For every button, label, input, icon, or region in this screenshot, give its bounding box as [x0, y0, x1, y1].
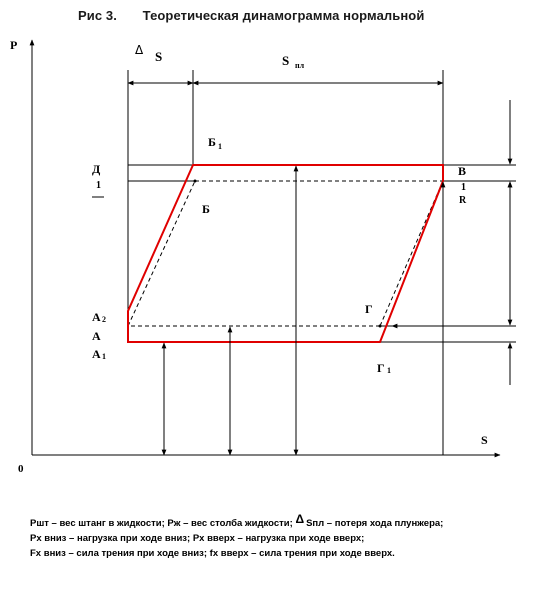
origin-label: 0	[18, 463, 24, 475]
delta-symbol: Δ	[135, 43, 144, 57]
label-g1-sub: 1	[387, 366, 391, 375]
legend-delta: Δ	[295, 512, 305, 526]
y-axis-label: P	[10, 38, 17, 52]
label-a: А	[92, 329, 101, 343]
legend-line-1-a: Ршт – вес штанг в жидкости; Рж – вес сто…	[30, 518, 293, 529]
label-g: Г	[365, 302, 373, 316]
delta-s-label: S	[155, 49, 162, 64]
legend-line-2: Рх вниз – нагрузка при ходе вниз; Рх вве…	[30, 533, 365, 544]
point-b-dot	[193, 179, 197, 183]
s-pl-subscript: пл	[295, 61, 305, 70]
legend-line-1-b: Sпл – потеря хода плунжера;	[306, 518, 444, 529]
x-axis-label: S	[481, 433, 488, 447]
label-a1-sub: 1	[102, 352, 106, 361]
label-v: В	[458, 164, 466, 178]
label-d-sub: 1	[96, 180, 101, 191]
dashed-cycle	[127, 180, 444, 327]
label-b1: Б	[208, 135, 216, 149]
label-v-sub2: R	[459, 195, 467, 206]
label-v-sub1: 1	[461, 182, 466, 193]
label-g1: Г	[377, 361, 385, 375]
label-d: Д	[92, 162, 101, 176]
label-a2-sub: 2	[102, 315, 106, 324]
label-b1-sub: 1	[218, 142, 222, 151]
red-cycle	[127, 164, 444, 343]
s-pl-label: S	[282, 53, 289, 68]
legend-line-3: Fх вниз – сила трения при ходе вниз; fх …	[30, 548, 395, 559]
figure-number: Рис 3.	[78, 8, 117, 23]
legend: Ршт – вес штанг в жидкости; Рж – вес сто…	[30, 512, 443, 561]
label-a2: А	[92, 310, 101, 324]
figure-title-text: Теоретическая динамограмма нормальной	[142, 8, 425, 23]
figure-title: Рис 3. Теоретическая динамограмма нормал…	[78, 8, 424, 23]
legend-line-1: Ршт – вес штанг в жидкости; Рж – вес сто…	[30, 512, 443, 531]
label-b: Б	[202, 202, 210, 216]
point-g-dot	[378, 324, 382, 328]
label-a1: А	[92, 347, 101, 361]
